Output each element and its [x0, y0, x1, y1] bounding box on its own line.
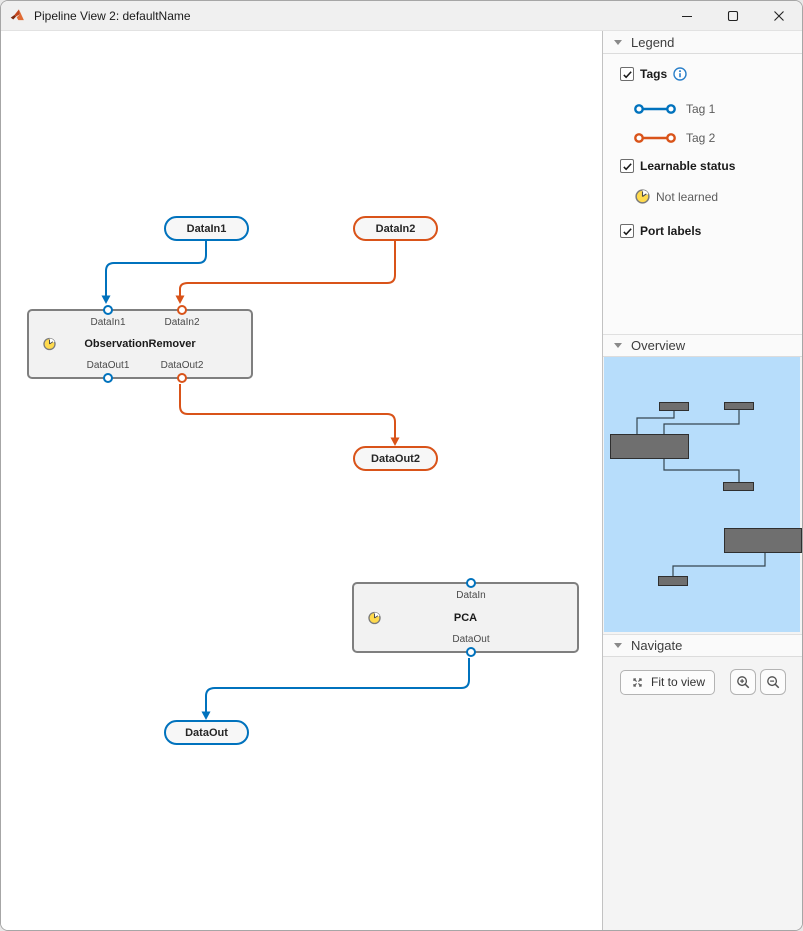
info-icon[interactable]: [673, 67, 687, 81]
not-learned-clock-icon: [635, 189, 650, 204]
tag2-label: Tag 2: [686, 131, 716, 145]
not-learned-row: Not learned: [603, 189, 802, 204]
minimap-block: [724, 528, 802, 553]
matlab-logo-icon: [10, 8, 27, 23]
not-learned-clock-icon: [368, 611, 381, 624]
learnable-status-label: Learnable status: [640, 159, 736, 173]
minimap-block: [659, 402, 689, 411]
overview-title: Overview: [631, 338, 686, 353]
tags-label: Tags: [640, 67, 668, 81]
minimize-button[interactable]: [664, 1, 710, 30]
side-panel: Legend Tags: [602, 31, 802, 930]
caret-down-icon: [614, 39, 622, 45]
navigate-title: Navigate: [631, 638, 683, 653]
port-labels-checkbox[interactable]: [620, 224, 634, 238]
close-button[interactable]: [756, 1, 802, 30]
port-labels-label: Port labels: [640, 224, 702, 238]
io-node-dataout[interactable]: DataOut: [164, 720, 249, 745]
connection-tag2-dataout2[interactable]: [179, 384, 400, 446]
tag1-line-sample: [634, 104, 676, 114]
input-port-datain[interactable]: [466, 578, 476, 588]
magnifier-plus-icon: [736, 675, 749, 688]
output-port-dataout2[interactable]: [177, 373, 187, 383]
io-node-label: DataIn2: [375, 222, 416, 235]
learnable-status-row: Learnable status: [603, 159, 802, 173]
minimap-wires: [636, 410, 766, 576]
fit-to-view-button[interactable]: Fit to view: [620, 669, 716, 695]
navigate-toolbar: Fit to view: [620, 669, 786, 695]
tag1-label: Tag 1: [686, 102, 716, 116]
input-port-datain2[interactable]: [177, 305, 187, 315]
magnifier-minus-icon: [766, 675, 779, 688]
pipeline-canvas[interactable]: DataIn1 DataIn2 DataOut2 DataOut DataIn1…: [1, 31, 602, 930]
titlebar[interactable]: Pipeline View 2: defaultName: [1, 1, 802, 31]
port-label: DataIn1: [90, 317, 126, 328]
overview-minimap[interactable]: [604, 357, 802, 632]
tag2-line-sample: [634, 133, 676, 143]
window-controls: [664, 1, 802, 30]
not-learned-clock-icon: [43, 337, 56, 351]
port-label: DataOut2: [160, 360, 204, 371]
fit-to-view-label: Fit to view: [651, 675, 706, 689]
tags-row: Tags: [603, 67, 802, 81]
learnable-status-checkbox[interactable]: [620, 159, 634, 173]
maximize-button[interactable]: [710, 1, 756, 30]
block-title: PCA: [453, 611, 478, 624]
io-node-datain1[interactable]: DataIn1: [164, 216, 249, 241]
legend-title: Legend: [631, 34, 675, 50]
caret-down-icon: [614, 343, 622, 348]
block-pca[interactable]: DataIn PCA DataOut: [352, 578, 579, 657]
output-port-dataout[interactable]: [466, 647, 476, 657]
window-title: Pipeline View 2: defaultName: [34, 8, 191, 23]
io-node-label: DataOut2: [371, 452, 420, 465]
navigate-section-header[interactable]: Navigate: [603, 634, 802, 657]
overview-section-header[interactable]: Overview: [603, 334, 802, 357]
io-node-dataout2[interactable]: DataOut2: [353, 446, 438, 471]
port-label: DataIn2: [164, 317, 200, 328]
connection-wires: [101, 241, 470, 720]
tag2-legend-row: Tag 2: [603, 131, 802, 145]
io-node-label: DataIn1: [186, 222, 227, 235]
not-learned-label: Not learned: [656, 189, 719, 204]
tags-checkbox[interactable]: [620, 67, 634, 81]
port-label: DataIn: [456, 590, 486, 601]
zoom-in-button[interactable]: [730, 669, 756, 695]
connection-tag1-dataout[interactable]: [201, 658, 470, 720]
connection-tag1-datain1[interactable]: [101, 241, 207, 304]
minimap-block: [658, 576, 688, 586]
port-labels-row: Port labels: [603, 224, 802, 238]
minimap-block: [723, 482, 754, 491]
caret-down-icon: [614, 643, 622, 648]
block-title: ObservationRemover: [84, 338, 196, 350]
connection-tag2-datain2[interactable]: [175, 241, 396, 304]
fit-to-view-icon: [630, 675, 645, 690]
input-port-datain1[interactable]: [103, 305, 113, 315]
minimap-block: [724, 402, 754, 410]
output-port-dataout1[interactable]: [103, 373, 113, 383]
port-label: DataOut: [452, 634, 490, 645]
legend-section-header[interactable]: Legend: [603, 31, 802, 54]
io-node-label: DataOut: [185, 726, 228, 739]
zoom-out-button[interactable]: [760, 669, 786, 695]
minimap-block: [610, 434, 689, 459]
legend-content: Tags Tag 1: [603, 54, 802, 334]
port-label: DataOut1: [86, 360, 130, 371]
block-observationremover[interactable]: DataIn1 DataIn2 ObservationRemover DataO…: [27, 305, 253, 383]
zoom-buttons: [730, 669, 786, 695]
io-node-datain2[interactable]: DataIn2: [353, 216, 438, 241]
tag1-legend-row: Tag 1: [603, 102, 802, 116]
